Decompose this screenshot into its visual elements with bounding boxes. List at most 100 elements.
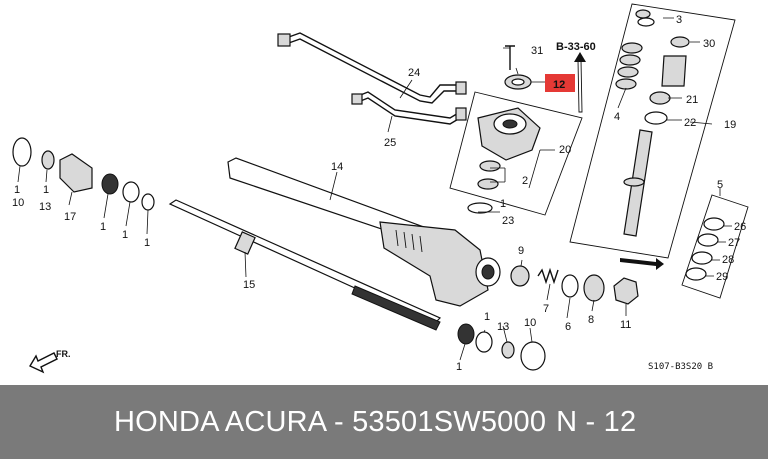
callout-21: 21 xyxy=(686,94,698,106)
bearing-spring xyxy=(661,55,687,87)
seal-21 xyxy=(649,91,671,105)
seal-12-inner xyxy=(511,78,525,86)
callout-1-left-b: 1 xyxy=(43,184,49,196)
callout-7: 7 xyxy=(543,303,549,315)
callout-1-h: 1 xyxy=(456,361,462,373)
oring-22 xyxy=(644,111,668,125)
rack-collar xyxy=(234,231,256,255)
housing-body xyxy=(379,221,489,307)
seal-1h xyxy=(475,331,493,353)
callout-3: 3 xyxy=(676,14,682,26)
callout-24: 24 xyxy=(408,67,420,79)
pipe-25-inner xyxy=(357,97,461,125)
callout-25: 25 xyxy=(384,137,396,149)
pipe-24 xyxy=(285,32,460,98)
seal-4c xyxy=(617,66,639,78)
caption-callout: N - 12 xyxy=(556,405,637,438)
bolt-31 xyxy=(505,45,515,70)
callout-9: 9 xyxy=(518,245,524,257)
callout-5: 5 xyxy=(717,179,723,191)
callout-17: 17 xyxy=(64,211,76,223)
clamp-10-left xyxy=(12,137,32,167)
seal-4a xyxy=(621,42,643,54)
seal-2-upper xyxy=(479,160,501,172)
clamp-10-right xyxy=(520,341,546,371)
callout-31: 31 xyxy=(531,45,543,57)
seal-2-lower xyxy=(477,178,499,190)
seal-4d xyxy=(615,78,637,90)
callout-1-g: 1 xyxy=(484,311,490,323)
boot-8 xyxy=(583,274,605,302)
kit-arrow xyxy=(620,258,664,270)
spring-7 xyxy=(537,267,559,285)
callout-1-d: 1 xyxy=(122,229,128,241)
callout-1-left-a: 1 xyxy=(14,184,20,196)
ref-label: B-33-60 xyxy=(556,41,596,53)
callout-19: 19 xyxy=(724,119,736,131)
callout-10-right: 10 xyxy=(524,317,536,329)
callout-27: 27 xyxy=(728,237,740,249)
callout-13-right: 13 xyxy=(497,321,509,333)
washer-3 xyxy=(637,17,655,27)
boot-17 xyxy=(59,153,93,193)
bushing-1g xyxy=(457,323,475,345)
callout-1-c: 1 xyxy=(100,221,106,233)
callout-26: 26 xyxy=(734,221,746,233)
caption-text: HONDA ACURA - 53501SW5000 N - 12 xyxy=(114,406,636,439)
callout-8: 8 xyxy=(588,314,594,326)
ref-arrow-shaft xyxy=(577,59,583,113)
ring-1c xyxy=(141,193,155,211)
pinion-flange xyxy=(623,177,645,187)
callout-28: 28 xyxy=(722,254,734,266)
valve-body-port xyxy=(502,119,518,129)
callout-13-left: 13 xyxy=(39,201,51,213)
leader-lines xyxy=(17,17,732,361)
housing-fins xyxy=(395,229,423,253)
oring-23 xyxy=(467,202,493,214)
bushing-1a xyxy=(101,173,119,195)
callout-14: 14 xyxy=(331,161,343,173)
rack-teeth xyxy=(351,285,441,331)
seal-kit-frame xyxy=(681,194,749,299)
callout-12: 12 xyxy=(553,79,565,91)
pipe-25 xyxy=(357,91,461,119)
callout-2: 2 xyxy=(522,175,528,187)
housing-port-inner xyxy=(481,264,495,280)
callout-30: 30 xyxy=(703,38,715,50)
caption-part-number: HONDA ACURA - 53501SW5000 xyxy=(114,405,547,438)
callout-22: 22 xyxy=(684,117,696,129)
callout-15: 15 xyxy=(243,279,255,291)
callout-1-e: 1 xyxy=(144,237,150,249)
callout-29: 29 xyxy=(716,271,728,283)
pipe-24-fitting-left xyxy=(277,33,291,47)
ring-13-left xyxy=(41,150,55,170)
pinion-group-frame xyxy=(569,3,736,259)
callout-10-left: 10 xyxy=(12,197,24,209)
caption-bar: HONDA ACURA - 53501SW5000 N - 12 xyxy=(0,385,768,459)
locknut-11 xyxy=(613,277,639,305)
direction-label: FR. xyxy=(56,349,71,359)
parts-diagram: 10 1 1 13 17 1 1 1 15 14 24 25 31 12 B-3… xyxy=(12,3,749,374)
drawing-code: S107-B3S20 B xyxy=(648,362,713,372)
front-direction-arrow: FR. xyxy=(28,349,71,374)
seal-28 xyxy=(691,251,713,265)
callout-6: 6 xyxy=(565,321,571,333)
seal-29 xyxy=(685,267,707,281)
highlight-box-12 xyxy=(545,74,575,92)
seal-27 xyxy=(697,233,719,247)
seal-26 xyxy=(703,217,725,231)
callout-23: 23 xyxy=(502,215,514,227)
oring-6 xyxy=(561,274,579,298)
callout-1-f: 1 xyxy=(500,198,506,210)
seal-4b xyxy=(619,54,641,66)
callout-4: 4 xyxy=(614,111,620,123)
callout-11: 11 xyxy=(620,319,631,331)
nut-3 xyxy=(635,9,651,19)
pipe-25-fitting-left xyxy=(351,93,363,105)
cover-9 xyxy=(510,265,530,287)
ref-arrow-head xyxy=(574,52,586,62)
ring-13-right xyxy=(501,341,515,359)
seal-30 xyxy=(670,36,690,48)
pipe-24-inner xyxy=(285,38,460,104)
